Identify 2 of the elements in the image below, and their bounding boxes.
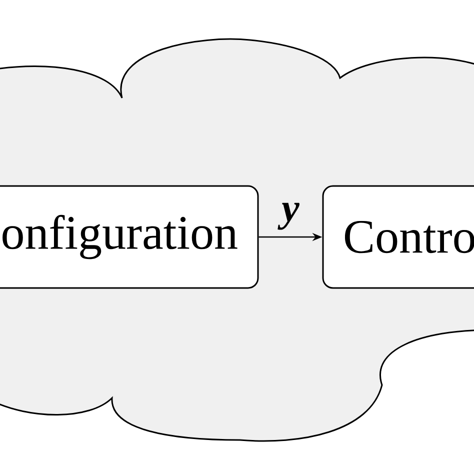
process-box: onfiguration — [0, 185, 259, 289]
edge-label: y — [278, 202, 300, 230]
